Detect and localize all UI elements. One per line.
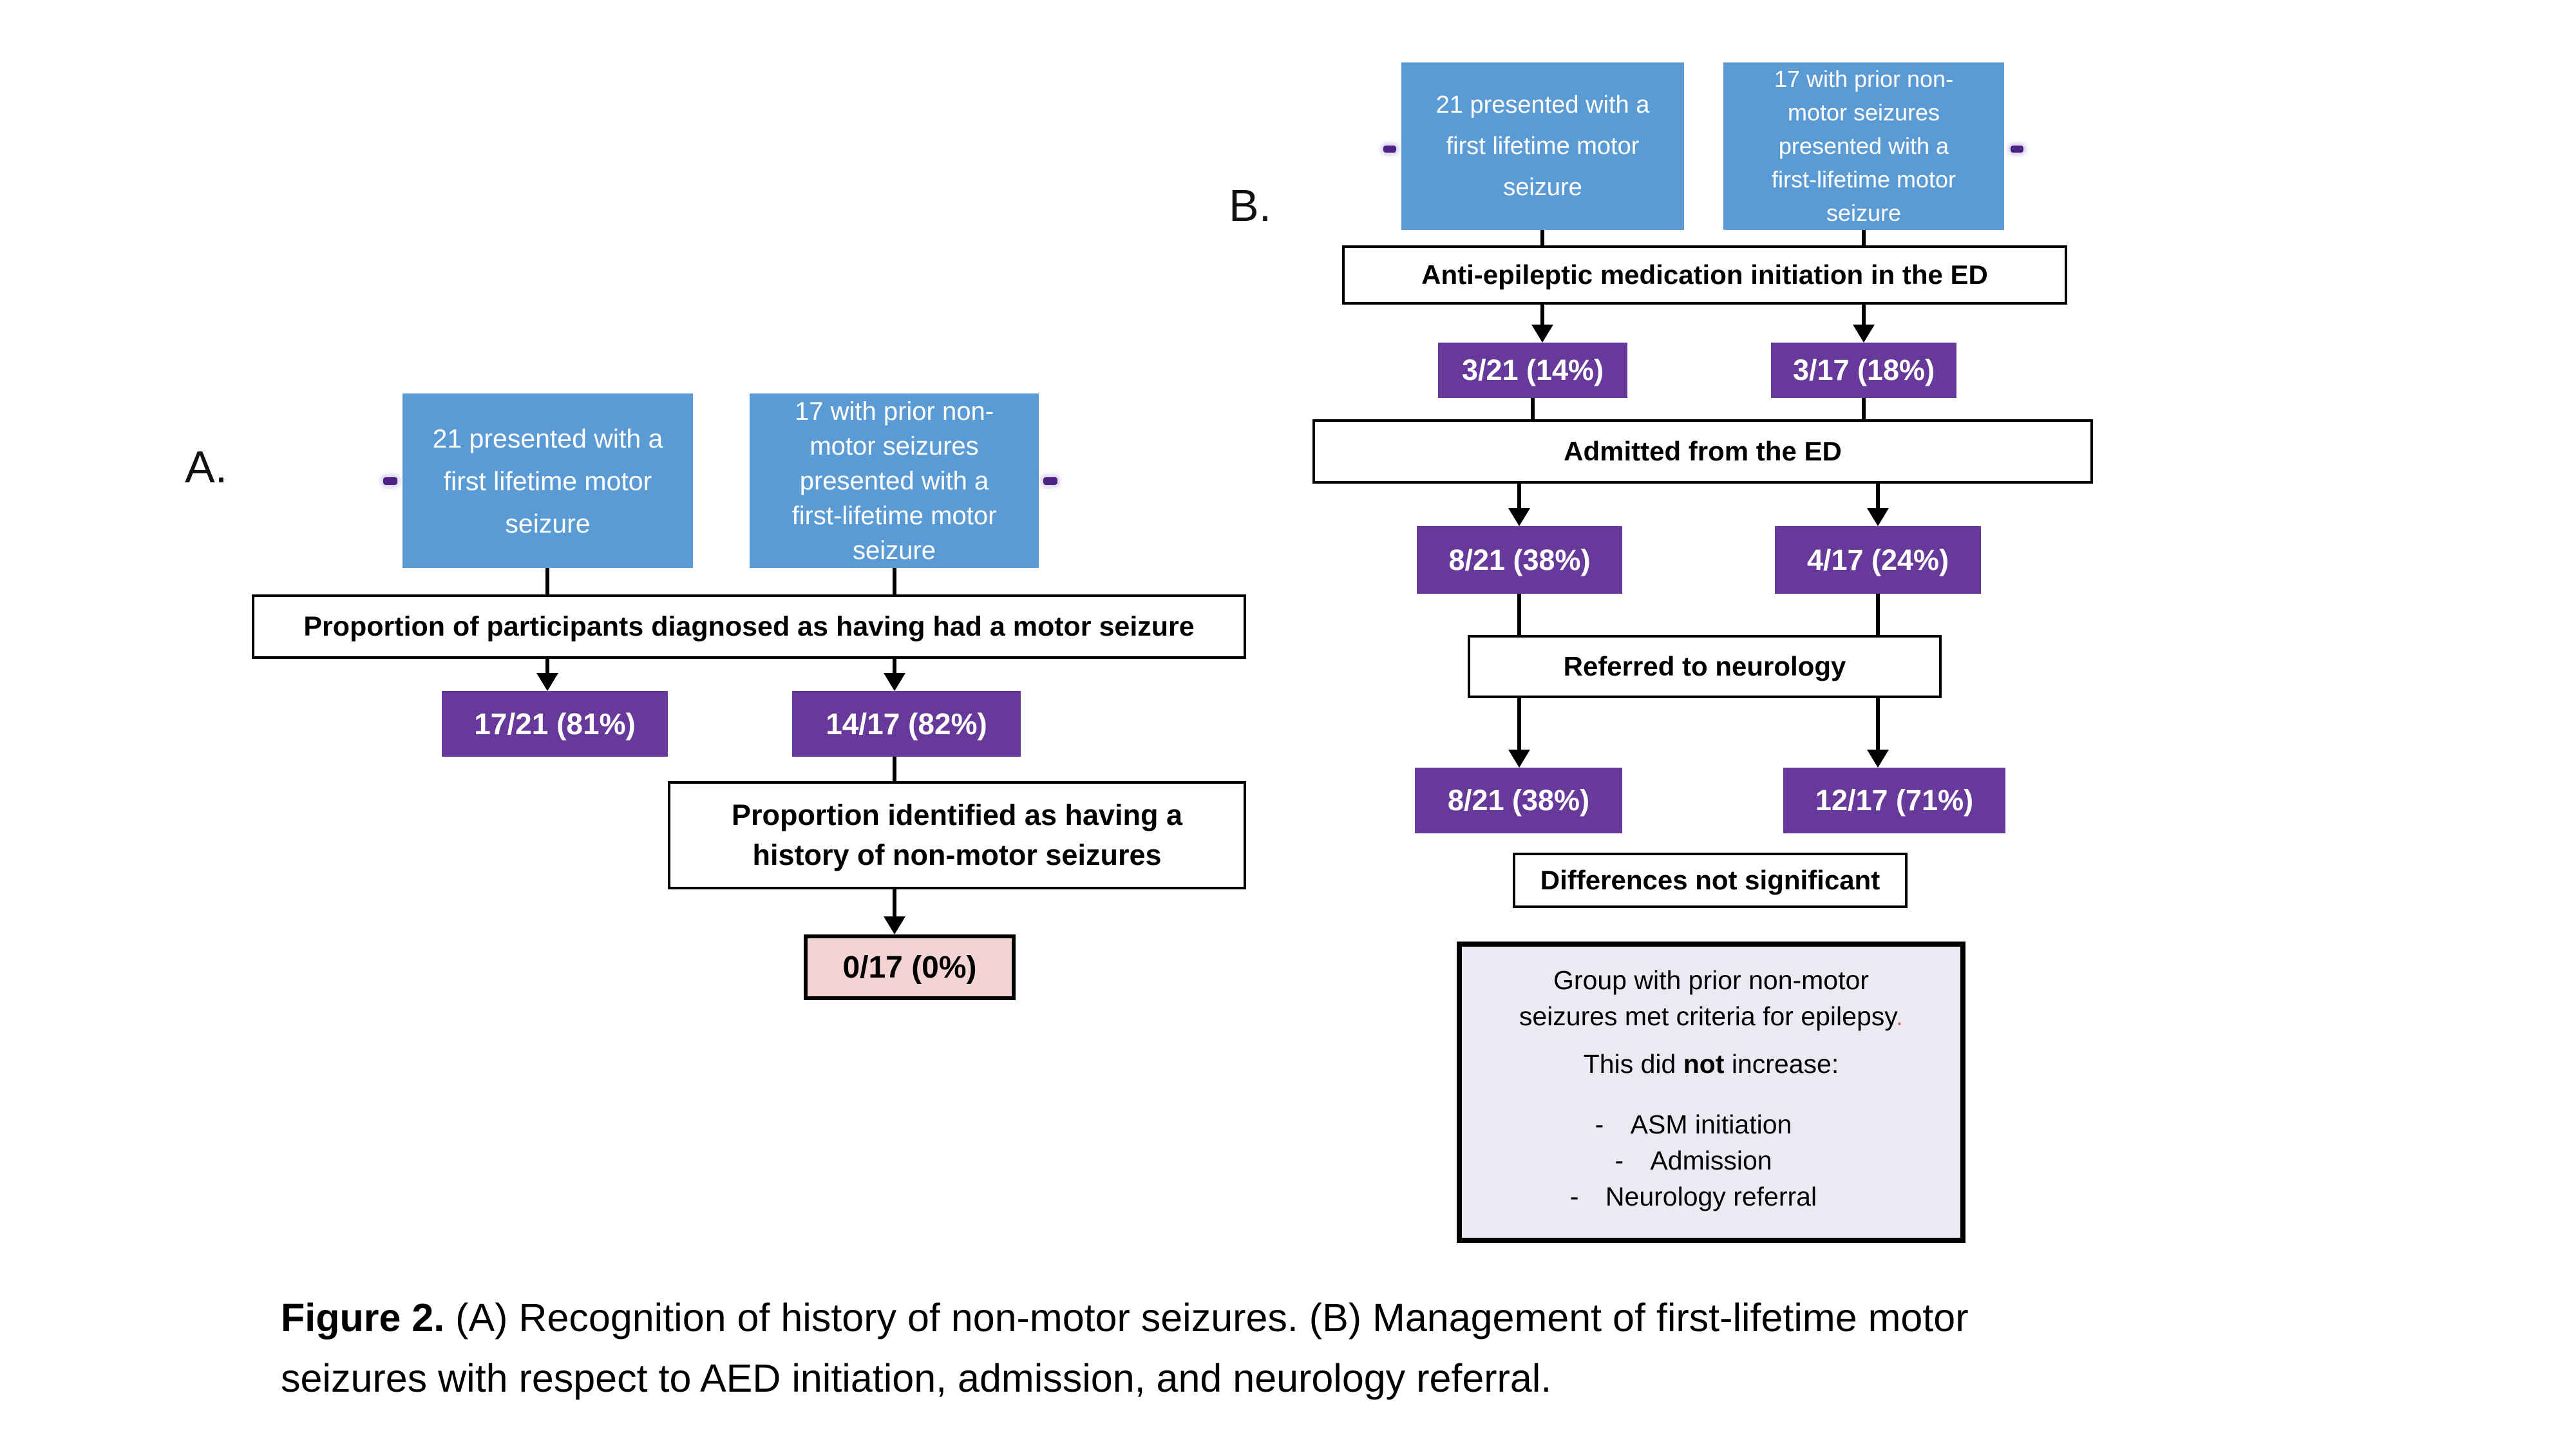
panel-b-result1-right-box: 3/17 (18%) <box>1771 343 1956 398</box>
dash-bullet: - <box>1569 1182 1579 1211</box>
connector-line <box>1540 230 1544 247</box>
panel-b-source-box-right: 17 with prior non- motor seizures presen… <box>1723 62 2004 230</box>
summary-list: -ASM initiation -Admission -Neurology re… <box>1570 1106 1817 1215</box>
list-item: -Neurology referral <box>1570 1179 1817 1215</box>
panel-b-result3-right-box: 12/17 (71%) <box>1783 768 2005 833</box>
connector-line <box>893 568 896 596</box>
panel-a-label: A. <box>185 442 228 492</box>
caption-line-1: Figure 2. (A) Recognition of history of … <box>281 1296 1969 1340</box>
panel-b-question3-box: Referred to neurology <box>1468 635 1942 698</box>
connector-line <box>1862 230 1866 247</box>
summary-emphasis-line: This did not increase: <box>1583 1049 1839 1079</box>
arrowhead-down-icon <box>1508 508 1530 526</box>
arrow-stem <box>1517 484 1521 509</box>
arrowhead-down-icon <box>1867 508 1889 526</box>
panel-b-question1-box: Anti-epileptic medication initiation in … <box>1342 245 2067 305</box>
dash-bullet: - <box>1595 1110 1604 1139</box>
panel-a-source-box-right: 17 with prior non- motor seizures presen… <box>750 393 1039 568</box>
panel-b-result2-right-box: 4/17 (24%) <box>1775 526 1981 594</box>
connector-line <box>545 568 549 596</box>
arrowhead-down-icon <box>1853 325 1875 343</box>
list-dash-marker <box>1043 477 1057 485</box>
arrowhead-down-icon <box>1508 750 1530 768</box>
panel-b-summary-box: Group with prior non-motor seizures met … <box>1457 942 1965 1243</box>
panel-a-source-box-left: 21 presented with a first lifetime motor… <box>402 393 693 568</box>
arrow-stem <box>1876 484 1880 509</box>
connector-line <box>893 757 896 781</box>
arrow-stem <box>1540 305 1544 327</box>
red-period: . <box>1895 1001 1904 1031</box>
figure-caption: Figure 2. (A) Recognition of history of … <box>281 1287 1969 1408</box>
list-item: -Admission <box>1615 1142 1772 1179</box>
panel-a-result1-left-box: 17/21 (81%) <box>442 691 668 757</box>
panel-a-result2-box: 0/17 (0%) <box>804 934 1016 1000</box>
arrowhead-down-icon <box>884 673 905 691</box>
arrowhead-down-icon <box>884 916 905 934</box>
arrow-stem <box>1862 305 1866 327</box>
arrow-stem <box>893 659 896 676</box>
list-dash-marker <box>2011 146 2023 153</box>
panel-b-result2-left-box: 8/21 (38%) <box>1417 526 1622 594</box>
connector-line <box>1531 398 1535 419</box>
caption-figure-label: Figure 2. <box>281 1296 445 1340</box>
dash-bullet: - <box>1615 1146 1624 1175</box>
connector-line <box>1876 594 1880 635</box>
list-item: -ASM initiation <box>1595 1106 1792 1142</box>
panel-b-question2-box: Admitted from the ED <box>1312 419 2093 484</box>
arrowhead-down-icon <box>536 673 558 691</box>
arrow-stem <box>1517 698 1521 751</box>
connector-line <box>1517 594 1521 635</box>
panel-b-result1-left-box: 3/21 (14%) <box>1438 343 1627 398</box>
arrowhead-down-icon <box>1867 750 1889 768</box>
panel-b-result3-left-box: 8/21 (38%) <box>1415 768 1622 833</box>
arrow-stem <box>893 889 896 918</box>
caption-line-2: seizures with respect to AED initiation,… <box>281 1356 1552 1400</box>
list-dash-marker <box>383 477 397 485</box>
arrow-stem <box>1876 698 1880 751</box>
connector-line <box>1862 398 1866 419</box>
panel-a-result1-right-box: 14/17 (82%) <box>792 691 1021 757</box>
panel-b-note-box: Differences not significant <box>1513 853 1908 908</box>
list-dash-marker <box>1383 146 1396 153</box>
summary-statement: Group with prior non-motor seizures met … <box>1519 965 1904 1031</box>
panel-b-label: B. <box>1229 180 1272 231</box>
panel-a-question1-box: Proportion of participants diagnosed as … <box>252 594 1246 659</box>
panel-b-source-box-left: 21 presented with a first lifetime motor… <box>1401 62 1684 230</box>
arrow-stem <box>545 659 549 676</box>
arrowhead-down-icon <box>1531 325 1553 343</box>
panel-a-question2-box: Proportion identified as having a histor… <box>668 781 1246 889</box>
